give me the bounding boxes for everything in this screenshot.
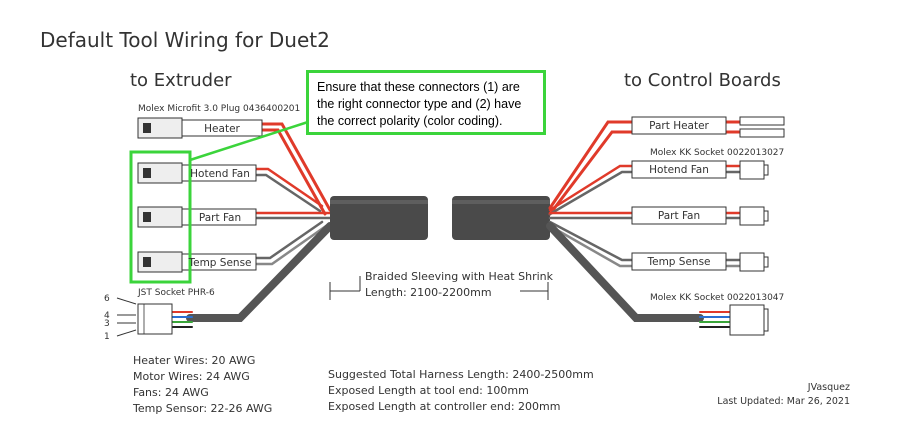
left-label-temp-sense: Temp Sense <box>187 257 251 269</box>
right-section-title: to Control Boards <box>624 70 781 91</box>
sleeve-label: Braided Sleeving with Heat Shrink Length… <box>365 269 553 301</box>
right-connectors <box>631 116 785 336</box>
gauge-fans: Fans: 24 AWG <box>133 386 209 399</box>
gauge-temp: Temp Sensor: 22-26 AWG <box>133 402 273 415</box>
harness-total: Suggested Total Harness Length: 2400-250… <box>328 368 594 381</box>
left-section-title: to Extruder <box>130 70 232 91</box>
right-label-part-fan: Part Fan <box>658 210 700 222</box>
pin-label-1: 1 <box>104 332 110 342</box>
left-label-heater: Heater <box>204 123 240 135</box>
left-connectors <box>116 117 309 337</box>
pin-label-6: 6 <box>104 294 110 304</box>
diagram-title: Default Tool Wiring for Duet2 <box>40 28 330 52</box>
right-label-temp-sense: Temp Sense <box>646 256 710 268</box>
gauge-motor: Motor Wires: 24 AWG <box>133 370 250 383</box>
microfit-label: Molex Microfit 3.0 Plug 0436400201 <box>138 104 301 114</box>
sleeve-length: Length: 2100-2200mm <box>365 286 492 299</box>
braided-sleeve <box>330 196 550 240</box>
left-label-hotend-fan: Hotend Fan <box>190 168 250 180</box>
wire-gauge-list: Heater Wires: 20 AWG Motor Wires: 24 AWG… <box>133 353 272 417</box>
harness-notes: Suggested Total Harness Length: 2400-250… <box>328 367 594 415</box>
sleeve-title: Braided Sleeving with Heat Shrink <box>365 270 553 283</box>
last-updated: Last Updated: Mar 26, 2021 <box>717 396 850 407</box>
harness-controller-end: Exposed Length at controller end: 200mm <box>328 400 561 413</box>
pin-label-4: 4 <box>104 311 110 321</box>
polarity-callout: Ensure that these connectors (1) are the… <box>306 70 546 135</box>
left-label-part-fan: Part Fan <box>199 212 241 224</box>
kk-label-bottom: Molex KK Socket 0022013047 <box>650 293 785 303</box>
author-block: JVasquez Last Updated: Mar 26, 2021 <box>717 381 850 409</box>
author-name: JVasquez <box>807 382 850 393</box>
gauge-heater: Heater Wires: 20 AWG <box>133 354 256 367</box>
jst-label: JST Socket PHR-6 <box>138 288 215 298</box>
left-wires <box>171 122 334 328</box>
pin-label-3: 3 <box>104 319 110 329</box>
kk-label-top: Molex KK Socket 0022013027 <box>650 148 785 158</box>
sleeve-dimension <box>329 276 549 300</box>
harness-tool-end: Exposed Length at tool end: 100mm <box>328 384 529 397</box>
right-label-hotend-fan: Hotend Fan <box>649 164 709 176</box>
right-label-part-heater: Part Heater <box>649 120 709 132</box>
